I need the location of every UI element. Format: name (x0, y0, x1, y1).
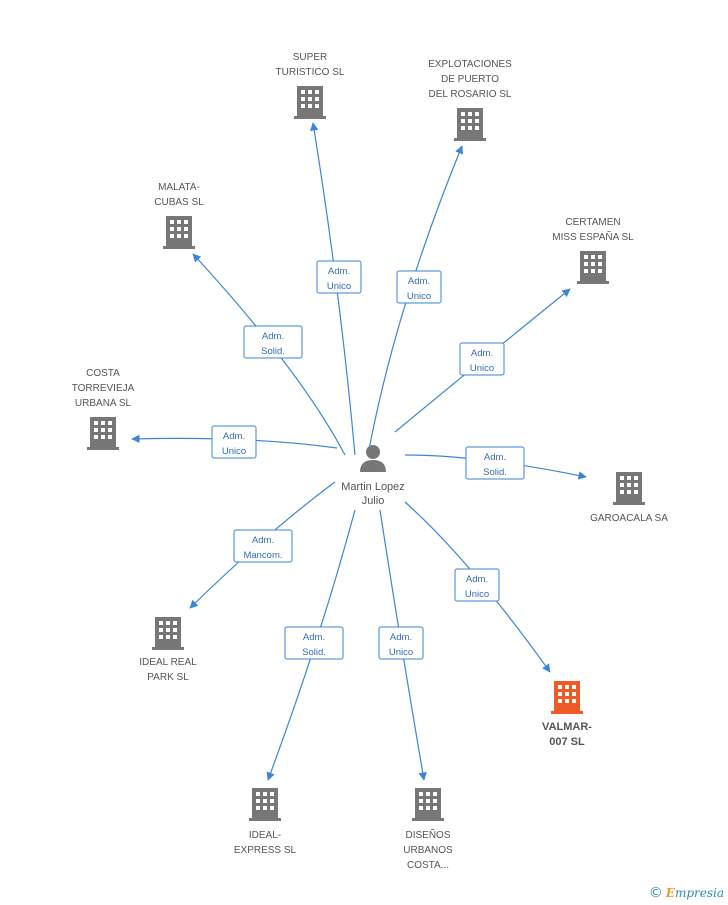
building-icon (577, 251, 609, 284)
company-label: CERTAMEN (565, 217, 620, 228)
company-label: IDEAL REAL (139, 657, 197, 668)
company-label: VALMAR- (542, 721, 592, 733)
role-text: Adm. (471, 348, 493, 359)
nodes-layer: SUPER TURISTICO SL EXPLOTACIONES DE PUERTO D… (72, 52, 669, 871)
company-label: DEL ROSARIO SL (429, 89, 512, 100)
role-badge-ideal-real-park[interactable]: Adm. Mancom. (233, 529, 293, 563)
copyright-icon: © (648, 885, 663, 901)
building-icon (454, 108, 486, 141)
role-text: Unico (465, 589, 489, 600)
company-label: 007 SL (549, 736, 585, 748)
building-icon (294, 86, 326, 119)
company-node-costa-torrevieja[interactable]: COSTA TORREVIEJA URBANA SL (72, 368, 135, 450)
company-label: EXPRESS SL (234, 845, 297, 856)
edge-malata-cubas (192, 253, 346, 456)
company-label: COSTA (86, 368, 120, 379)
building-icon (163, 216, 195, 249)
person-name-line1: Martin Lopez (341, 481, 405, 493)
footer-brand: © Empresia (649, 885, 724, 901)
role-text: Mancom. (243, 550, 282, 561)
role-badge-super-turistico[interactable]: Adm. Unico (316, 260, 362, 294)
company-node-garoacala[interactable]: GAROACALA SA (590, 472, 668, 524)
company-label: DE PUERTO (441, 74, 499, 85)
company-label: IDEAL- (249, 830, 281, 841)
role-text: Adm. (262, 331, 284, 342)
company-label: DISEÑOS (405, 828, 450, 841)
company-node-valmar-007[interactable]: VALMAR- 007 SL (542, 681, 592, 748)
person-node[interactable]: Martin Lopez Julio (341, 445, 405, 507)
company-label: COSTA... (407, 860, 449, 871)
brand-logo: Empresia (665, 886, 724, 900)
company-label: MISS ESPAÑA SL (552, 230, 634, 243)
role-badge-malata-cubas[interactable]: Adm. Solid. (243, 325, 303, 359)
role-text: Adm. (466, 574, 488, 585)
company-node-malata-cubas[interactable]: MALATA- CUBAS SL (154, 182, 204, 249)
edge-explotaciones-puerto (367, 145, 464, 456)
role-text: Unico (327, 281, 351, 292)
company-node-certamen-miss[interactable]: CERTAMEN MISS ESPAÑA SL (552, 217, 634, 284)
company-node-explotaciones-puerto[interactable]: EXPLOTACIONES DE PUERTO DEL ROSARIO SL (428, 59, 512, 141)
role-text: Adm. (408, 276, 430, 287)
role-text: Adm. (328, 266, 350, 277)
company-node-ideal-real-park[interactable]: IDEAL REAL PARK SL (139, 617, 197, 683)
role-badge-valmar-007[interactable]: Adm. Unico (454, 568, 500, 602)
company-label: TORREVIEJA (72, 383, 135, 394)
role-badge-costa-torrevieja[interactable]: Adm. Unico (211, 425, 257, 459)
building-icon (87, 417, 119, 450)
company-label: EXPLOTACIONES (428, 59, 512, 70)
role-text: Adm. (484, 452, 506, 463)
role-text: Unico (222, 446, 246, 457)
company-label: PARK SL (147, 672, 189, 683)
role-text: Solid. (483, 467, 507, 478)
role-text: Unico (407, 291, 431, 302)
building-icon (412, 788, 444, 821)
role-text: Adm. (252, 535, 274, 546)
role-text: Adm. (303, 632, 325, 643)
company-label: TURISTICO SL (276, 67, 345, 78)
company-label: URBANA SL (75, 398, 132, 409)
building-icon (551, 681, 583, 714)
building-icon (249, 788, 281, 821)
company-label: CUBAS SL (154, 197, 204, 208)
company-node-super-turistico[interactable]: SUPER TURISTICO SL (276, 52, 345, 119)
company-label: GAROACALA SA (590, 513, 668, 524)
role-text: Adm. (223, 431, 245, 442)
company-label: URBANOS (403, 845, 453, 856)
company-node-disenos-urbanos[interactable]: DISEÑOS URBANOS COSTA... (403, 788, 453, 871)
building-icon (613, 472, 645, 505)
role-text: Unico (389, 647, 413, 658)
company-label: SUPER (293, 52, 327, 63)
role-text: Solid. (261, 346, 285, 357)
role-badge-disenos-urbanos[interactable]: Adm. Unico (378, 626, 424, 660)
building-icon (152, 617, 184, 650)
company-node-ideal-express[interactable]: IDEAL- EXPRESS SL (234, 788, 297, 856)
role-text: Unico (470, 363, 494, 374)
role-badge-garoacala[interactable]: Adm. Solid. (465, 446, 525, 480)
role-text: Solid. (302, 647, 326, 658)
person-name-line2: Julio (362, 495, 385, 507)
person-icon (360, 445, 386, 472)
company-label: MALATA- (158, 182, 200, 193)
role-text: Adm. (390, 632, 412, 643)
role-badge-explotaciones-puerto[interactable]: Adm. Unico (396, 270, 442, 304)
role-badge-ideal-express[interactable]: Adm. Solid. (284, 626, 344, 660)
role-badge-certamen-miss[interactable]: Adm. Unico (459, 342, 505, 376)
